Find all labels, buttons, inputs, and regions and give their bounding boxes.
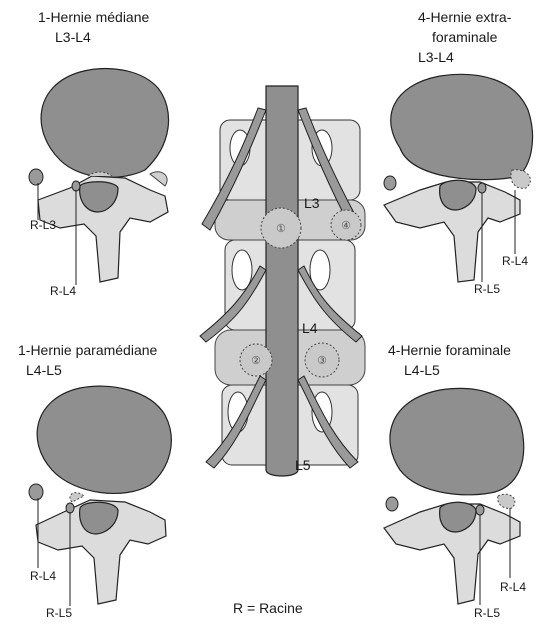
title-line3: L3-L4 — [418, 49, 454, 65]
hernia-bulge — [498, 494, 515, 508]
title-line2: foraminale — [432, 29, 498, 45]
label-a: R-L4 — [30, 569, 56, 583]
title-line1: 4-Hernie foraminale — [388, 342, 511, 358]
vertebral-body — [391, 74, 533, 179]
label-b: R-L4 — [500, 580, 526, 594]
label-a: R-L3 — [30, 218, 56, 232]
level-label-l4: L4 — [302, 320, 318, 336]
hernia-marker-4: ④ — [341, 219, 351, 232]
title-line2: L4-L5 — [26, 362, 62, 378]
panel-bottom-left: 1-Hernie paramédiane L4-L5 R-L4 R-L5 — [18, 342, 171, 620]
title-line2: L3-L4 — [55, 29, 91, 45]
nerve-root-left — [384, 176, 396, 190]
label-b: R-L4 — [502, 254, 528, 268]
nerve-root-left — [29, 169, 43, 185]
panel-top-right: 4-Hernie extra- foraminale L3-L4 R-L5 R-… — [384, 9, 533, 296]
title-line1: 4-Hernie extra- — [418, 9, 512, 25]
panel-bottom-right: 4-Hernie foraminale L4-L5 R-L5 R-L4 — [384, 342, 526, 620]
nerve-root-right-inner — [478, 183, 486, 193]
title-line1: 1-Hernie médiane — [38, 9, 149, 25]
nerve-root-left-inner — [66, 503, 74, 513]
hernia-bulge — [511, 170, 530, 189]
dural-sac — [266, 86, 298, 476]
title-line2: L4-L5 — [404, 362, 440, 378]
hernia-marker-3: ③ — [317, 354, 327, 367]
label-a: R-L5 — [474, 606, 500, 620]
nerve-root-left — [386, 497, 398, 511]
level-label-l3: L3 — [304, 195, 320, 211]
nerve-root-left-inner — [72, 181, 80, 191]
vertebral-body — [41, 69, 168, 178]
vertebral-body — [37, 386, 171, 493]
label-a: R-L5 — [474, 282, 500, 296]
legend-text: R = Racine — [233, 600, 303, 616]
panel-top-left: 1-Hernie médiane L3-L4 R-L3 R-L4 — [29, 9, 169, 298]
title-line1: 1-Hernie paramédiane — [18, 342, 158, 358]
spine-posterior-view: ① ② ③ ④ L3 L4 L5 — [200, 86, 365, 476]
hernia-bulge — [70, 493, 84, 502]
label-b: R-L5 — [46, 606, 72, 620]
nerve-root-right-inner — [476, 505, 484, 515]
hernia-marker-2: ② — [251, 354, 261, 367]
nerve-root-left — [29, 484, 43, 500]
hernia-marker-1: ① — [276, 222, 286, 235]
facet-shape — [150, 172, 167, 186]
vertebral-body — [390, 388, 524, 494]
label-b: R-L4 — [50, 284, 76, 298]
level-label-l5: L5 — [295, 457, 311, 473]
